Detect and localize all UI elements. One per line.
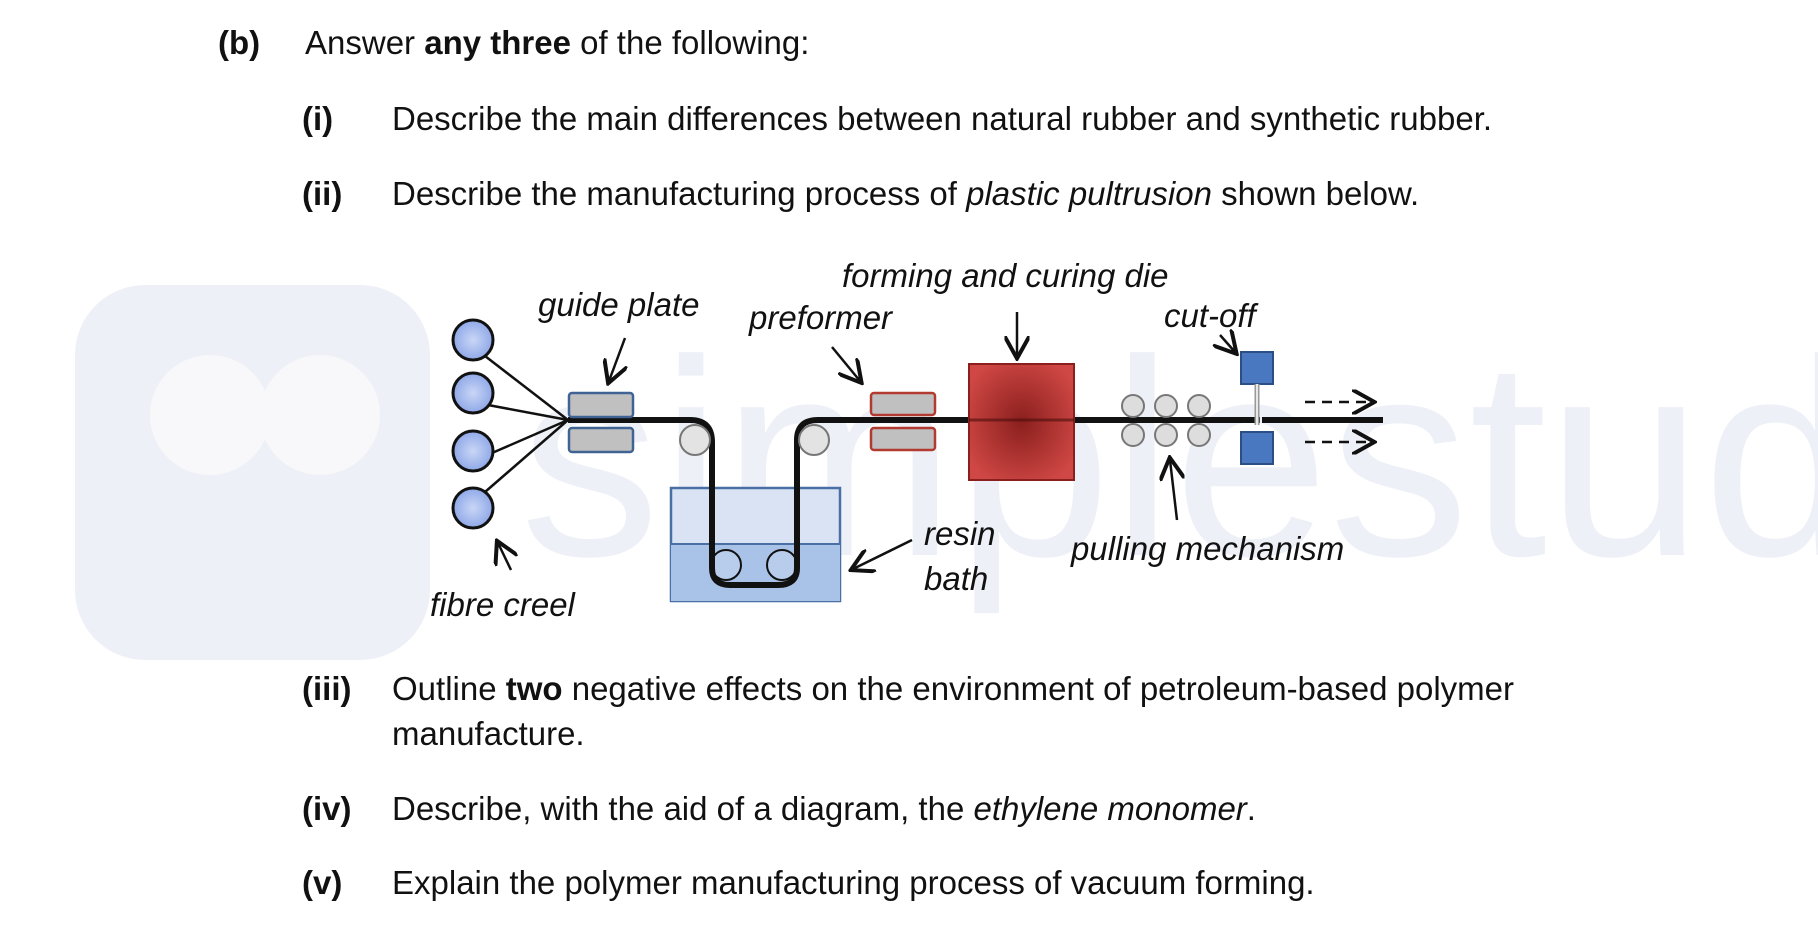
question-seg: Describe the main differences between na… <box>392 100 1493 137</box>
question-seg: plastic pultrusion <box>966 175 1212 212</box>
question-label: (iii) <box>302 670 352 707</box>
question-label: (i) <box>302 100 334 137</box>
label-bath: bath <box>924 560 988 597</box>
fibre-spool <box>451 318 495 362</box>
preformer <box>869 391 937 452</box>
puller-roller <box>1187 423 1211 447</box>
question-seg: Explain the polymer manufacturing proces… <box>392 864 1315 901</box>
question-label: (v) <box>302 864 343 901</box>
label-guide-plate: guide plate <box>538 286 699 323</box>
preformer-pointer <box>831 346 860 381</box>
puller-roller <box>1121 423 1145 447</box>
question-text: Describe the main differences between na… <box>392 96 1492 142</box>
fibre-spool <box>451 486 495 530</box>
label-cut-off: cut-off <box>1164 297 1260 334</box>
guide-roller <box>679 424 711 456</box>
fibre-creel <box>451 318 495 530</box>
fibre-creel-pointer <box>498 543 511 571</box>
question-text: Describe the manufacturing process of pl… <box>392 171 1419 217</box>
question-seg: two <box>505 670 563 707</box>
instruction-seg: Answer <box>305 24 425 61</box>
pulling-pointer <box>1170 460 1177 521</box>
guide-plate-pointer <box>609 337 625 381</box>
forming-curing-die <box>968 363 1075 481</box>
cut-off-pointer <box>1220 335 1235 352</box>
label-forming-curing-die: forming and curing die <box>842 257 1169 294</box>
question-seg: negative effects on the environment of p… <box>562 670 1515 707</box>
cut-off-saw <box>1240 351 1274 465</box>
question-seg: Describe the manufacturing process of <box>392 175 967 212</box>
question-text-continued: manufacture. <box>392 711 585 757</box>
question-label: (iv) <box>302 790 352 827</box>
question-label: (ii) <box>302 175 343 212</box>
label-fibre-creel: fibre creel <box>430 586 577 623</box>
fibre-spool <box>451 429 495 473</box>
question-seg: Describe, with the aid of a diagram, the <box>392 790 974 827</box>
question-seg: Outline <box>392 670 506 707</box>
part-label: (b) <box>218 24 261 61</box>
question-seg: manufacture. <box>392 715 585 752</box>
question-seg: shown below. <box>1211 175 1420 212</box>
question-seg: ethylene monomer <box>973 790 1247 827</box>
instruction-seg: of the following: <box>570 24 810 61</box>
guide-plate <box>567 391 635 454</box>
question-text: Explain the polymer manufacturing proces… <box>392 860 1315 906</box>
puller-roller <box>1121 394 1145 418</box>
label-pulling-mechanism: pulling mechanism <box>1070 530 1344 567</box>
puller-roller <box>1154 394 1178 418</box>
resin-bath-pointer <box>853 538 913 569</box>
resin-bath <box>669 486 842 603</box>
fibre-path <box>568 417 1260 588</box>
pulling-mechanism <box>1121 394 1211 447</box>
part-instruction: Answer any three of the following: <box>305 20 809 66</box>
label-resin: resin <box>924 515 996 552</box>
instruction-seg: any three <box>424 24 571 61</box>
label-pointers <box>498 312 1235 570</box>
fibre-spool <box>451 371 495 415</box>
guide-roller <box>798 424 830 456</box>
puller-roller <box>1154 423 1178 447</box>
puller-roller <box>1187 394 1211 418</box>
question-text: Outline two negative effects on the envi… <box>392 666 1514 712</box>
output-arrows <box>1305 402 1372 442</box>
label-preformer: preformer <box>748 299 894 336</box>
question-seg: . <box>1246 790 1256 827</box>
fibre-strands <box>484 355 569 493</box>
question-text: Describe, with the aid of a diagram, the… <box>392 786 1256 832</box>
